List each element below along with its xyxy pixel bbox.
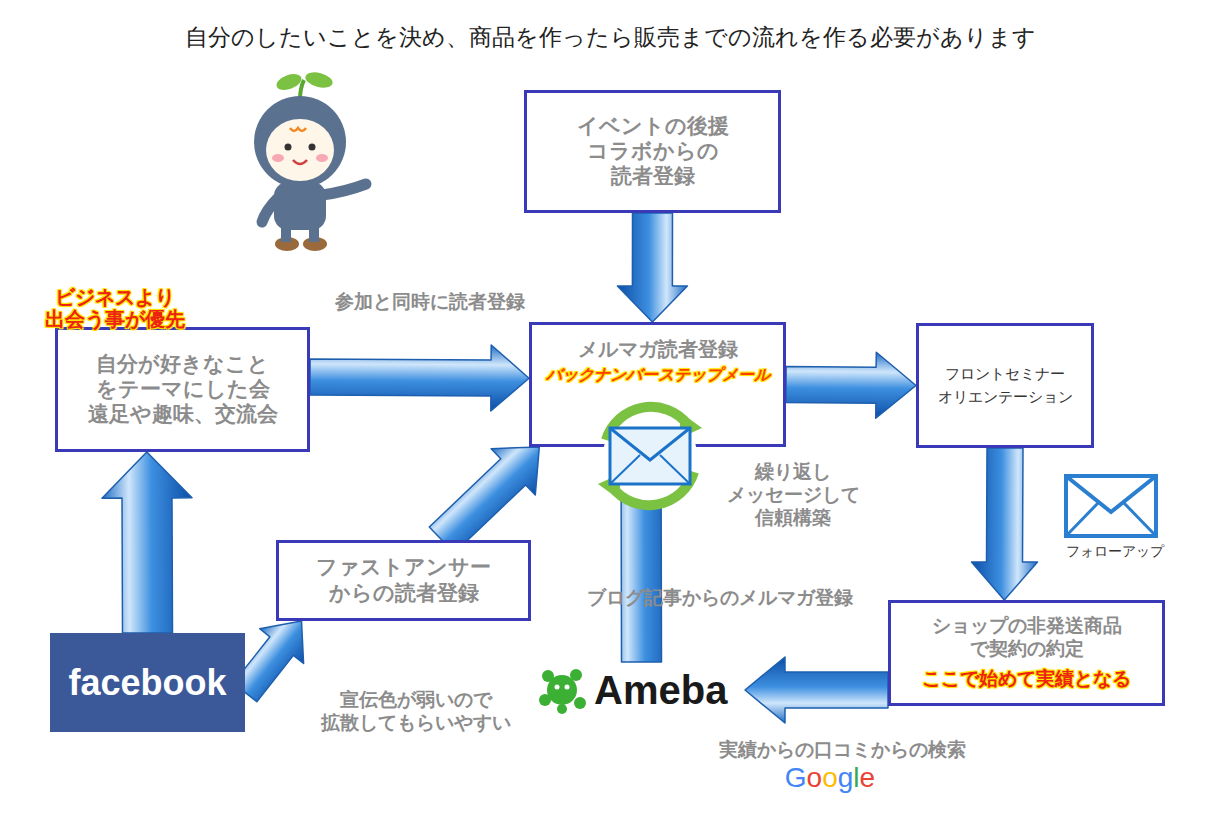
node-text: ショップの非発送商品 で契約の約定 [907,614,1147,660]
wordmark-letter: o [822,762,838,793]
process-box: ビジネスより 出会う事が優先自分が好きなこと をテーマにした会 遠足や趣味、交流… [55,327,310,452]
mascot-eye [309,144,316,151]
edge-label: 宣伝色が弱いので 拡散してもらいやすい [276,688,556,734]
ameba-eye [565,685,570,690]
block-arrow [310,345,529,411]
node-text: メルマガ読者登録 [578,337,738,361]
envelope-fold [1124,503,1156,536]
ameba-blob [557,704,567,714]
mascot-stem [300,80,304,100]
process-box: フロントセミナー オリエンテーション [916,323,1094,448]
ameba-blob [547,675,577,705]
block-arrow [617,213,687,322]
mascot-face [266,119,334,181]
note-text: 繰り返し メッセージして 信頼構築 [698,460,888,528]
envelope-flap [1066,476,1156,512]
node-text: イベントの後援 コラボからの 読者登録 [565,114,740,190]
cycle-arc [612,472,694,505]
mascot-cheek [272,154,284,162]
block-arrow [606,447,676,662]
block-arrow [745,657,888,723]
mascot-body [274,182,326,230]
mascot-arm [262,198,278,222]
mascot-foot [303,237,327,251]
process-box: イベントの後援 コラボからの 読者登録 [524,90,781,213]
envelope-fold [1066,503,1098,536]
followup-envelope [1066,476,1156,536]
mascot-mark [290,128,306,131]
process-box: メルマガ読者登録バックナンバーステップメール [529,322,786,447]
mascot-eye [285,144,292,151]
brand-box: facebook [50,633,245,732]
mascot-cheek [316,154,328,162]
ameba-icon [539,669,586,714]
cycle-arrowhead [598,474,620,500]
edge-label: ブログ記事からのメルマガ登録 [540,586,900,609]
wordmark-letter: g [838,762,854,793]
ameba-blob [542,670,554,682]
node-text: ファストアンサー からの読者登録 [301,555,506,605]
mascot-foot [275,237,299,251]
mascot-leg [309,226,319,242]
node-text: バックナンバーステップメール [546,365,770,386]
ameba-blob [570,669,582,681]
edge-label: 実績からの口コミからの検索 [672,738,1012,761]
block-arrow [429,447,539,553]
node-text: facebook [68,662,226,704]
node-text: フロントセミナー オリエンテーション [930,363,1080,408]
block-arrow [102,452,192,633]
envelope-fold [610,455,640,484]
mascot-mouth [293,160,307,164]
brand-wordmark: Google [770,762,890,794]
wordmark-letter: G [785,762,807,793]
process-box: ファストアンサー からの読者登録 [276,540,531,621]
edge-label: フォローアップ [1066,543,1166,561]
process-box: ショップの非発送商品 で契約の約定ここで始めて実績となる [888,600,1165,706]
node-text: ビジネスより 出会う事が優先 [30,286,200,330]
block-arrow [786,352,916,418]
mascot-leg [281,226,291,242]
mascot-head [254,96,346,188]
node-text: ここで始めて実績となる [922,666,1131,692]
wordmark-letter: o [807,762,823,793]
wordmark-letter: l [853,762,859,793]
wordmark-letter: e [860,762,876,793]
node-text: Ameba [594,670,727,710]
mascot-leaf [304,70,335,91]
node-text: 自分が好きなこと をテーマにした会 遠足や趣味、交流会 [80,352,285,428]
diagram-title: 自分のしたいことを決め、商品を作ったら販売までの流れを作る必要があります [0,22,1220,53]
ameba-blob [539,694,551,706]
mascot-leaf [274,71,303,93]
brand-logo: Ameba [538,662,745,718]
ameba-blob [574,697,586,709]
edge-label: 参加と同時に読者登録 [300,290,560,313]
envelope [1066,476,1156,536]
mascot-arm [322,184,366,195]
ameba-eye [555,685,560,690]
mascot [254,70,366,251]
envelope-fold [660,455,690,484]
block-arrow [972,448,1038,600]
